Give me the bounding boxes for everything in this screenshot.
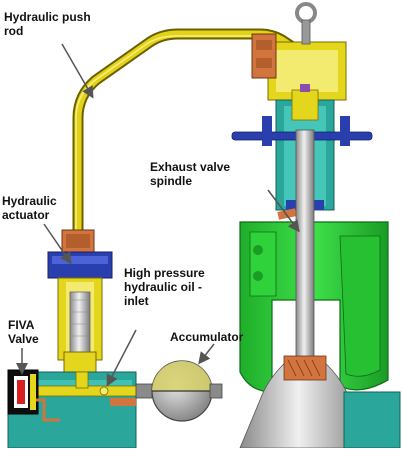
actuator-label-line1: Hydraulic <box>2 194 57 208</box>
exhaust-spindle-label-line1: Exhaust valve <box>150 160 231 174</box>
hp-inlet-label-line1: High pressure <box>124 266 205 280</box>
hp-inlet-label: High pressure hydraulic oil - inlet <box>124 266 205 308</box>
exhaust-spindle-label: Exhaust valve spindle <box>150 160 230 188</box>
push-rod-label: Hydraulic push rod <box>4 10 91 38</box>
exhaust-spindle <box>295 129 315 391</box>
push-rod-label-line2: rod <box>4 24 24 38</box>
spindle-pointer <box>267 189 300 233</box>
hp-inlet-label-line3: inlet <box>124 294 149 308</box>
exhaust-spindle-label-line2: spindle <box>150 174 193 188</box>
accumulator-label: Accumulator <box>170 330 244 344</box>
actuator-label: Hydraulic actuator <box>2 194 57 222</box>
accumulator-pointer <box>198 343 215 365</box>
inlet-pointer <box>106 329 137 387</box>
hp-inlet-label-line2: hydraulic oil - <box>124 280 203 294</box>
push-rod-label-line1: Hydraulic push <box>4 10 91 24</box>
actuator-piston <box>69 291 91 353</box>
actuator-pointer <box>43 223 72 265</box>
fiva-label: FIVA Valve <box>8 318 39 346</box>
push-rod-pointer <box>61 43 94 99</box>
fiva-label-line2: Valve <box>8 332 39 346</box>
actuator-label-line2: actuator <box>2 208 50 222</box>
fiva-label-line1: FIVA <box>8 318 35 332</box>
actuator-collar <box>47 251 113 279</box>
lifting-eye <box>295 2 317 24</box>
